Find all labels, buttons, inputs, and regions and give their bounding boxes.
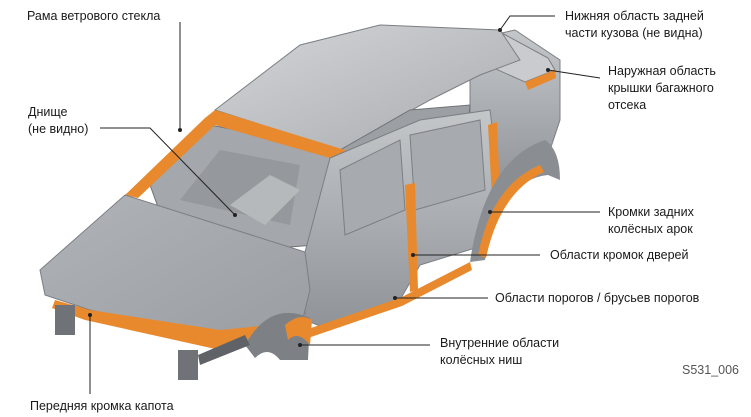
leader-lines: [89, 15, 601, 394]
label-hood-edge: Передняя кромка капота: [30, 399, 174, 413]
side-body: [304, 109, 501, 338]
label-sills: Области порогов / брусьев порогов: [495, 291, 700, 305]
pillar-seal: [488, 122, 500, 198]
figure-reference: S531_006: [682, 363, 740, 377]
label-wheelhouse-line2: колёсных ниш: [440, 353, 523, 367]
trunk-outer-seal: [525, 70, 556, 90]
rear-wheel-arch: [470, 140, 560, 262]
label-trunk-outer-line1: Наружная область: [608, 64, 716, 78]
leader-dots: [88, 28, 550, 347]
label-rear-arch-line2: колёсных арок: [608, 222, 693, 236]
label-door-edges: Области кромок дверей: [550, 248, 689, 262]
label-trunk-outer-line2: крышки багажного: [608, 81, 714, 95]
windshield-frame-seal: [125, 110, 345, 252]
front-wheel-house: [245, 312, 312, 360]
label-underbody-line1: Днище: [28, 105, 68, 119]
front-brackets: [55, 305, 250, 380]
label-trunk-outer-line3: отсека: [608, 98, 647, 112]
hood-edge-seal: [52, 300, 300, 350]
door-edge-seal: [405, 183, 418, 292]
sill-seal: [305, 262, 472, 338]
label-rear-lower-line2: части кузова (не видна): [565, 26, 703, 40]
label-windshield-frame: Рама ветрового стекла: [27, 9, 161, 23]
label-underbody-line2: (не видно): [28, 122, 89, 136]
label-rear-lower-line1: Нижняя область задней: [565, 9, 704, 23]
label-rear-arch-line1: Кромки задних: [608, 205, 694, 219]
label-wheelhouse-line1: Внутренние области: [440, 336, 560, 350]
